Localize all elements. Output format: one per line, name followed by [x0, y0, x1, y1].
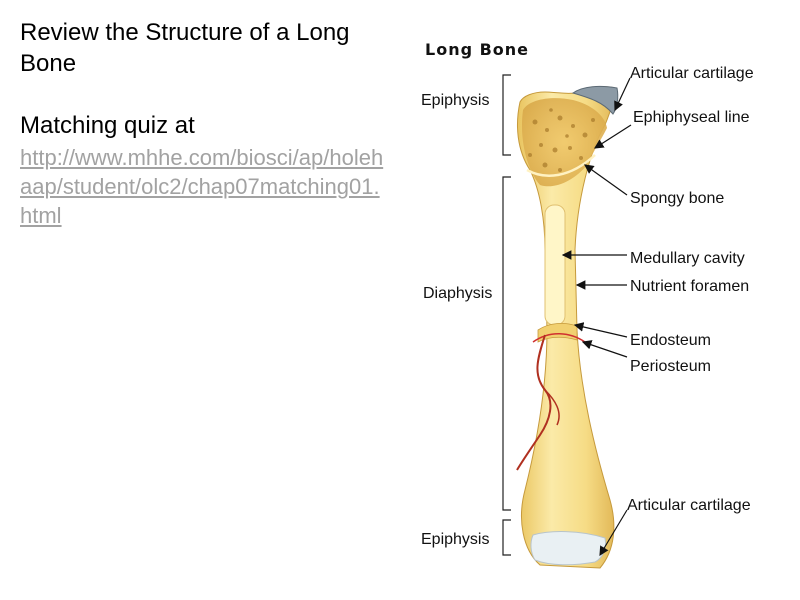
region-brackets: [502, 74, 511, 556]
epiphyseal-line-shape: [526, 154, 596, 177]
periosteum-shape: [532, 333, 586, 343]
label-spongy-bone: Spongy bone: [630, 190, 724, 207]
blood-vessel-shape: [516, 334, 552, 471]
label-endosteum: Endosteum: [630, 332, 711, 349]
label-medullary-cavity: Medullary cavity: [630, 250, 745, 267]
slide-title: Review the Structure of a Long Bone: [20, 19, 350, 77]
spongy-bone-pores: [528, 108, 595, 172]
leader-lines: [561, 77, 632, 557]
quiz-label: Matching quiz at: [20, 112, 195, 139]
long-bone-diagram: Long Bone Epiphysis Diaphysis Epiphysis: [421, 40, 754, 569]
label-nutrient-foramen: Nutrient foramen: [630, 278, 749, 295]
articular-cartilage-bottom-shape: [530, 531, 606, 566]
region-epiphysis-bottom: Epiphysis: [421, 531, 489, 548]
medullary-cavity-shape: [544, 204, 566, 326]
label-articular-cartilage-bottom: Articular cartilage: [627, 497, 751, 514]
diagram-title: Long Bone: [425, 40, 529, 59]
region-diaphysis: Diaphysis: [423, 285, 492, 302]
quiz-link[interactable]: http://www.mhhe.com/biosci/ap/holehaap/s…: [20, 145, 384, 228]
region-epiphysis-top: Epiphysis: [421, 92, 489, 109]
label-periosteum: Periosteum: [630, 358, 711, 375]
blood-vessel-branch: [544, 389, 560, 426]
label-articular-cartilage-top: Articular cartilage: [630, 65, 754, 82]
endosteum-shape: [537, 322, 578, 343]
label-epiphyseal-line: Ephiphyseal line: [633, 109, 750, 126]
